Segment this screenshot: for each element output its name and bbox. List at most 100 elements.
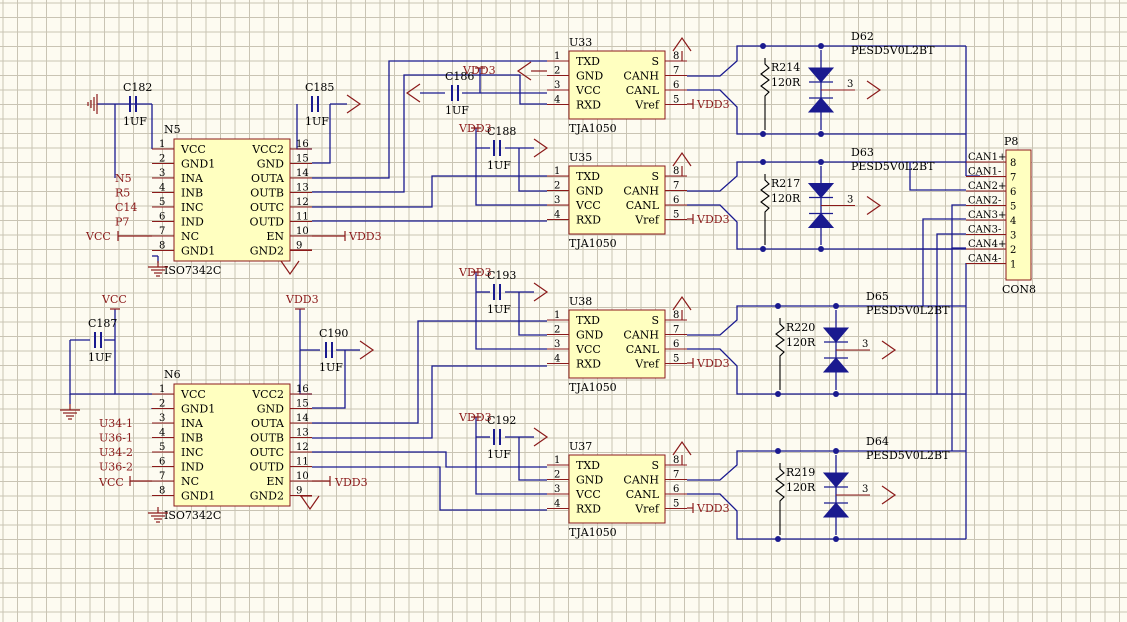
pin-number: 4 (159, 183, 165, 194)
pin-name: INA (181, 172, 204, 185)
pin-number: 11 (296, 212, 309, 223)
pin-name: NC (181, 230, 199, 243)
wire (312, 320, 547, 424)
junction (818, 246, 824, 252)
connector-net-label: CAN2+ (968, 181, 1006, 192)
wire (687, 305, 966, 336)
vdd3-label: VDD3 (285, 293, 319, 306)
pin-number: 3 (554, 195, 560, 206)
chip-body (568, 309, 666, 379)
pin-number: 9 (296, 241, 302, 252)
pin-name: INA (181, 417, 204, 430)
pin-name: GND (257, 158, 284, 171)
pin-number: 13 (296, 428, 309, 439)
pin-number: 2 (554, 325, 560, 336)
pin-number: 3 (554, 80, 560, 91)
pin-number: 1 (554, 166, 560, 177)
pin-number: 13 (296, 183, 309, 194)
pin-name: CANL (626, 343, 660, 356)
wire (936, 233, 966, 394)
connector-part-number: CON8 (1002, 283, 1036, 296)
chip-designator: U38 (569, 295, 592, 308)
connector-net-label: CAN4- (968, 254, 1001, 265)
chip-body (568, 454, 666, 524)
connector-pin-number: 3 (1010, 231, 1016, 242)
capacitor-value: 1UF (319, 361, 343, 374)
pin-number: 7 (159, 226, 165, 237)
ground-symbol (148, 261, 168, 277)
pin-number: 5 (159, 197, 165, 208)
pin-number: 6 (159, 457, 165, 468)
resistor-designator: R219 (786, 466, 815, 479)
wire (951, 247, 966, 451)
pin-number: 2 (554, 181, 560, 192)
connector-pin-number: 7 (1010, 173, 1016, 184)
diode-pin-number: 3 (862, 339, 868, 350)
ground-arrow-symbol (672, 151, 692, 167)
ground-arrow-symbol (533, 282, 549, 302)
pin-name: IND (181, 461, 204, 474)
pin-name: EN (266, 230, 284, 243)
wire (687, 204, 966, 250)
pin-number: 4 (159, 428, 165, 439)
chip-body (568, 165, 666, 235)
pin-name: VCC (575, 84, 601, 97)
pin-name: TXD (576, 459, 600, 472)
wire (687, 493, 966, 540)
capacitor-value: 1UF (123, 115, 147, 128)
junction (818, 43, 824, 49)
wire (312, 175, 547, 208)
pin-number: 8 (673, 51, 679, 62)
pin-name: OUTD (250, 461, 285, 474)
chip-designator: N5 (164, 123, 181, 136)
junction (760, 159, 766, 165)
pin-name: INC (181, 201, 203, 214)
wire (312, 451, 547, 468)
connector-pin-number: 4 (1010, 216, 1016, 227)
resistor-value: 120R (771, 192, 801, 205)
chip-body (173, 138, 291, 262)
ground-arrow-symbol (866, 80, 882, 100)
pin-name: VCC2 (251, 388, 284, 401)
vdd3-label: VDD3 (696, 213, 730, 226)
pin-name: Vref (634, 358, 660, 371)
diode-triangle (807, 97, 835, 113)
pin-number: 6 (159, 212, 165, 223)
capacitor-value: 1UF (305, 115, 329, 128)
pin-number: 4 (554, 95, 560, 106)
capacitor-value: 1UF (88, 351, 112, 364)
pin-number: 16 (296, 384, 309, 395)
vdd3-label: VDD3 (348, 230, 382, 243)
connector-pin-number: 5 (1010, 202, 1016, 213)
capacitor-value: 1UF (487, 303, 511, 316)
pin-number: 2 (554, 470, 560, 481)
wire (69, 340, 115, 395)
connector-body (1005, 149, 1032, 281)
chip-part-number: ISO7342C (164, 509, 221, 522)
junction (775, 448, 781, 454)
diode-triangle (822, 502, 850, 518)
connector-net-label: CAN3+ (968, 210, 1006, 221)
junction (833, 536, 839, 542)
vdd3-label: VDD3 (458, 266, 492, 279)
resistor-body (760, 174, 770, 245)
wire (687, 450, 966, 481)
vdd3-label: VDD3 (334, 476, 368, 489)
diode-part-number: PESD5V0L2BT (866, 449, 950, 462)
connector-net-label: CAN3- (968, 225, 1001, 236)
wire (312, 350, 346, 409)
diode-designator: D65 (866, 290, 889, 303)
connector-net-label: CAN1- (968, 167, 1001, 178)
connector-p8: P8CON88CAN1+7CAN1-6CAN2+5CAN2-4CAN3+3CAN… (966, 135, 1036, 296)
vdd3-label: VDD3 (458, 411, 492, 424)
pin-number: 1 (159, 139, 165, 150)
ground-arrow-symbol (346, 94, 362, 114)
pin-number: 6 (673, 80, 679, 91)
pin-name: S (651, 459, 659, 472)
pin-name: GND (576, 474, 603, 487)
